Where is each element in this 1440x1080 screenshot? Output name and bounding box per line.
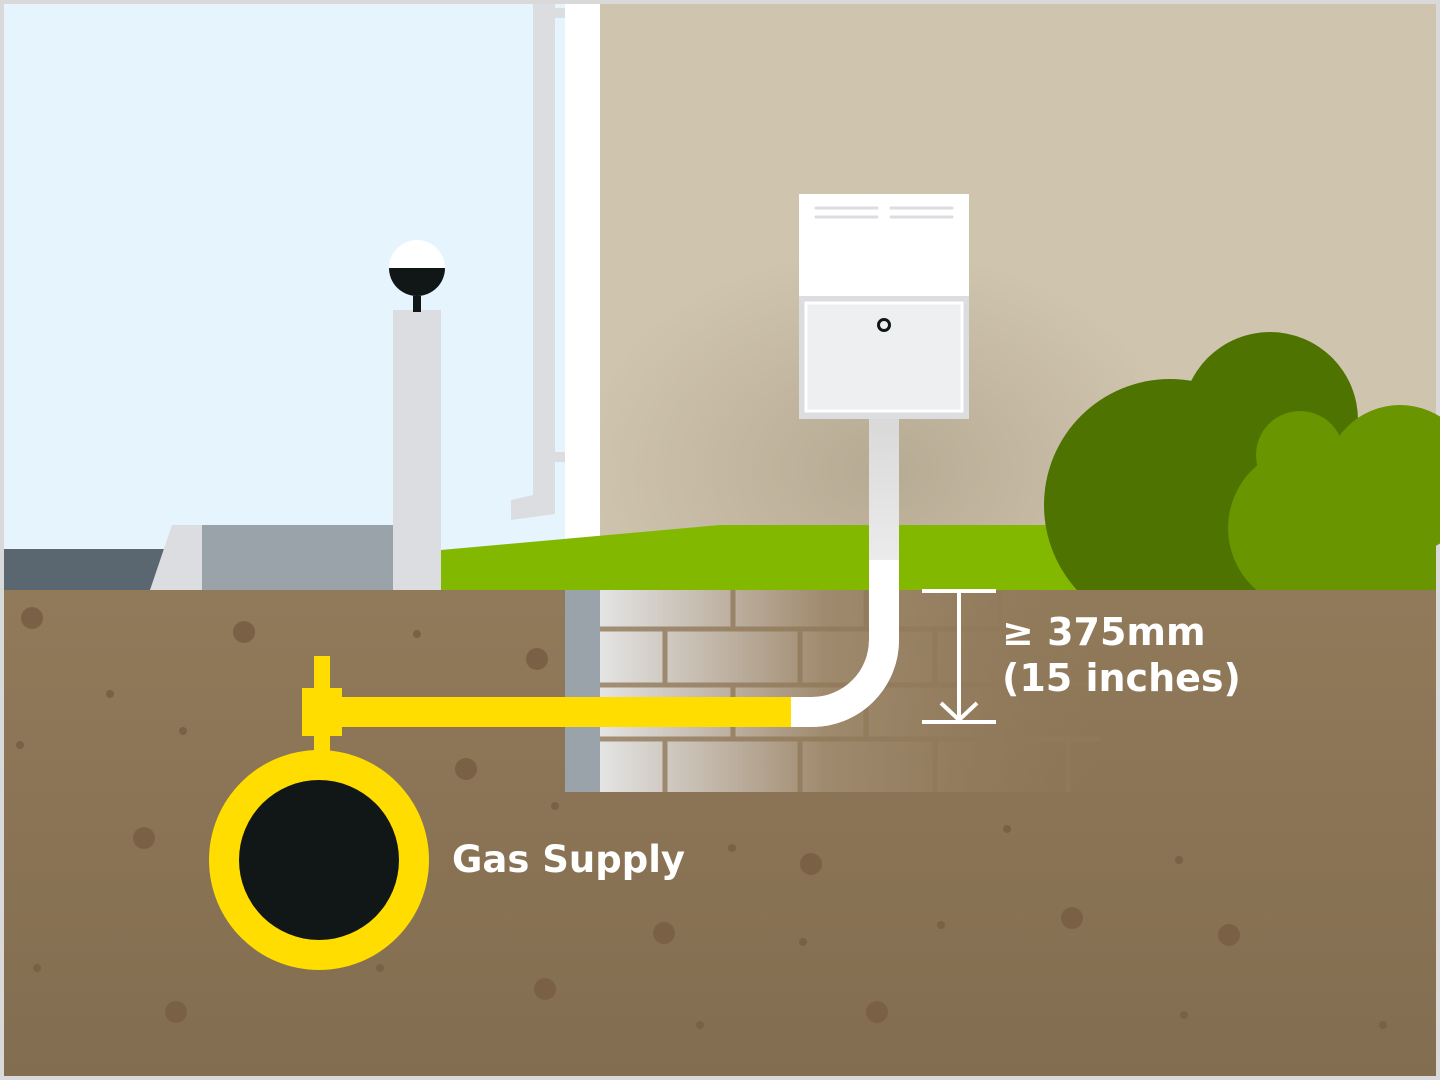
depth-label: ≥ 375mm (15 inches) xyxy=(1002,609,1241,701)
gas-supply-label: Gas Supply xyxy=(452,838,686,881)
soil-stones xyxy=(16,607,1387,1029)
lamp-post xyxy=(389,240,445,594)
bush xyxy=(1044,332,1440,631)
kerb xyxy=(150,525,202,590)
road xyxy=(4,549,164,594)
depth-dimension-arrow xyxy=(922,589,996,724)
wall-corner xyxy=(565,4,600,594)
depth-mm: ≥ 375mm xyxy=(1002,610,1206,654)
gas-meter-box xyxy=(799,194,969,419)
depth-inches: (15 inches) xyxy=(1002,656,1241,700)
driveway-block xyxy=(202,525,393,594)
downpipe xyxy=(511,4,565,520)
meter-lock-icon xyxy=(877,318,891,332)
gas-main-bore xyxy=(239,780,399,940)
